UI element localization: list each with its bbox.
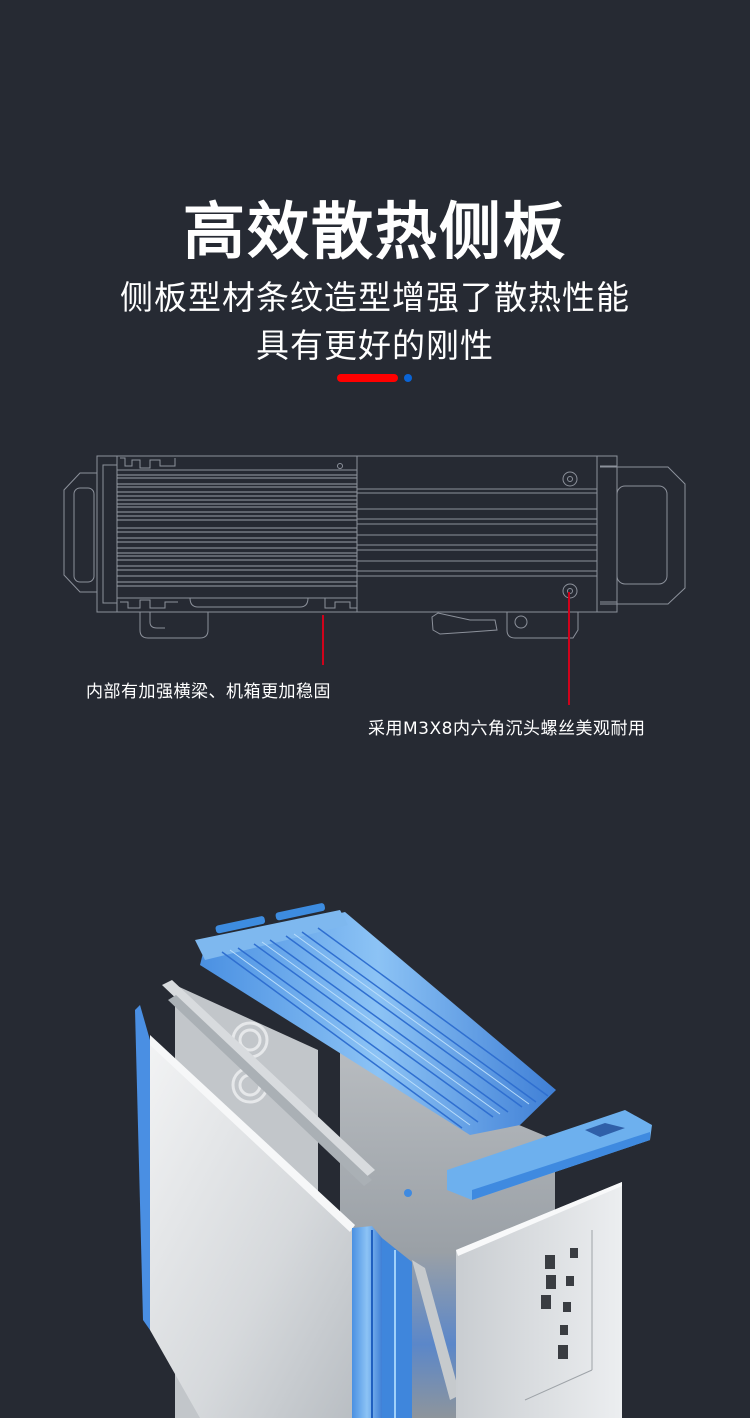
accent-bar <box>337 374 398 382</box>
side-panel-technical-drawing <box>63 455 686 639</box>
callout-crossbeam: 内部有加强横梁、机箱更加稳固 <box>86 682 331 702</box>
section-title: 高效散热侧板 <box>182 195 567 268</box>
section-subtitle-line-1: 侧板型材条纹造型增强了散热性能 <box>120 278 630 317</box>
callout-line-crossbeam <box>322 615 324 665</box>
chassis-exploded-render <box>135 903 652 1418</box>
callout-screw: 采用M3X8内六角沉头螺丝美观耐用 <box>368 719 646 739</box>
section-subtitle-line-2: 具有更好的刚性 <box>256 326 494 365</box>
callout-line-screw <box>568 592 570 705</box>
accent-dot <box>404 374 412 382</box>
